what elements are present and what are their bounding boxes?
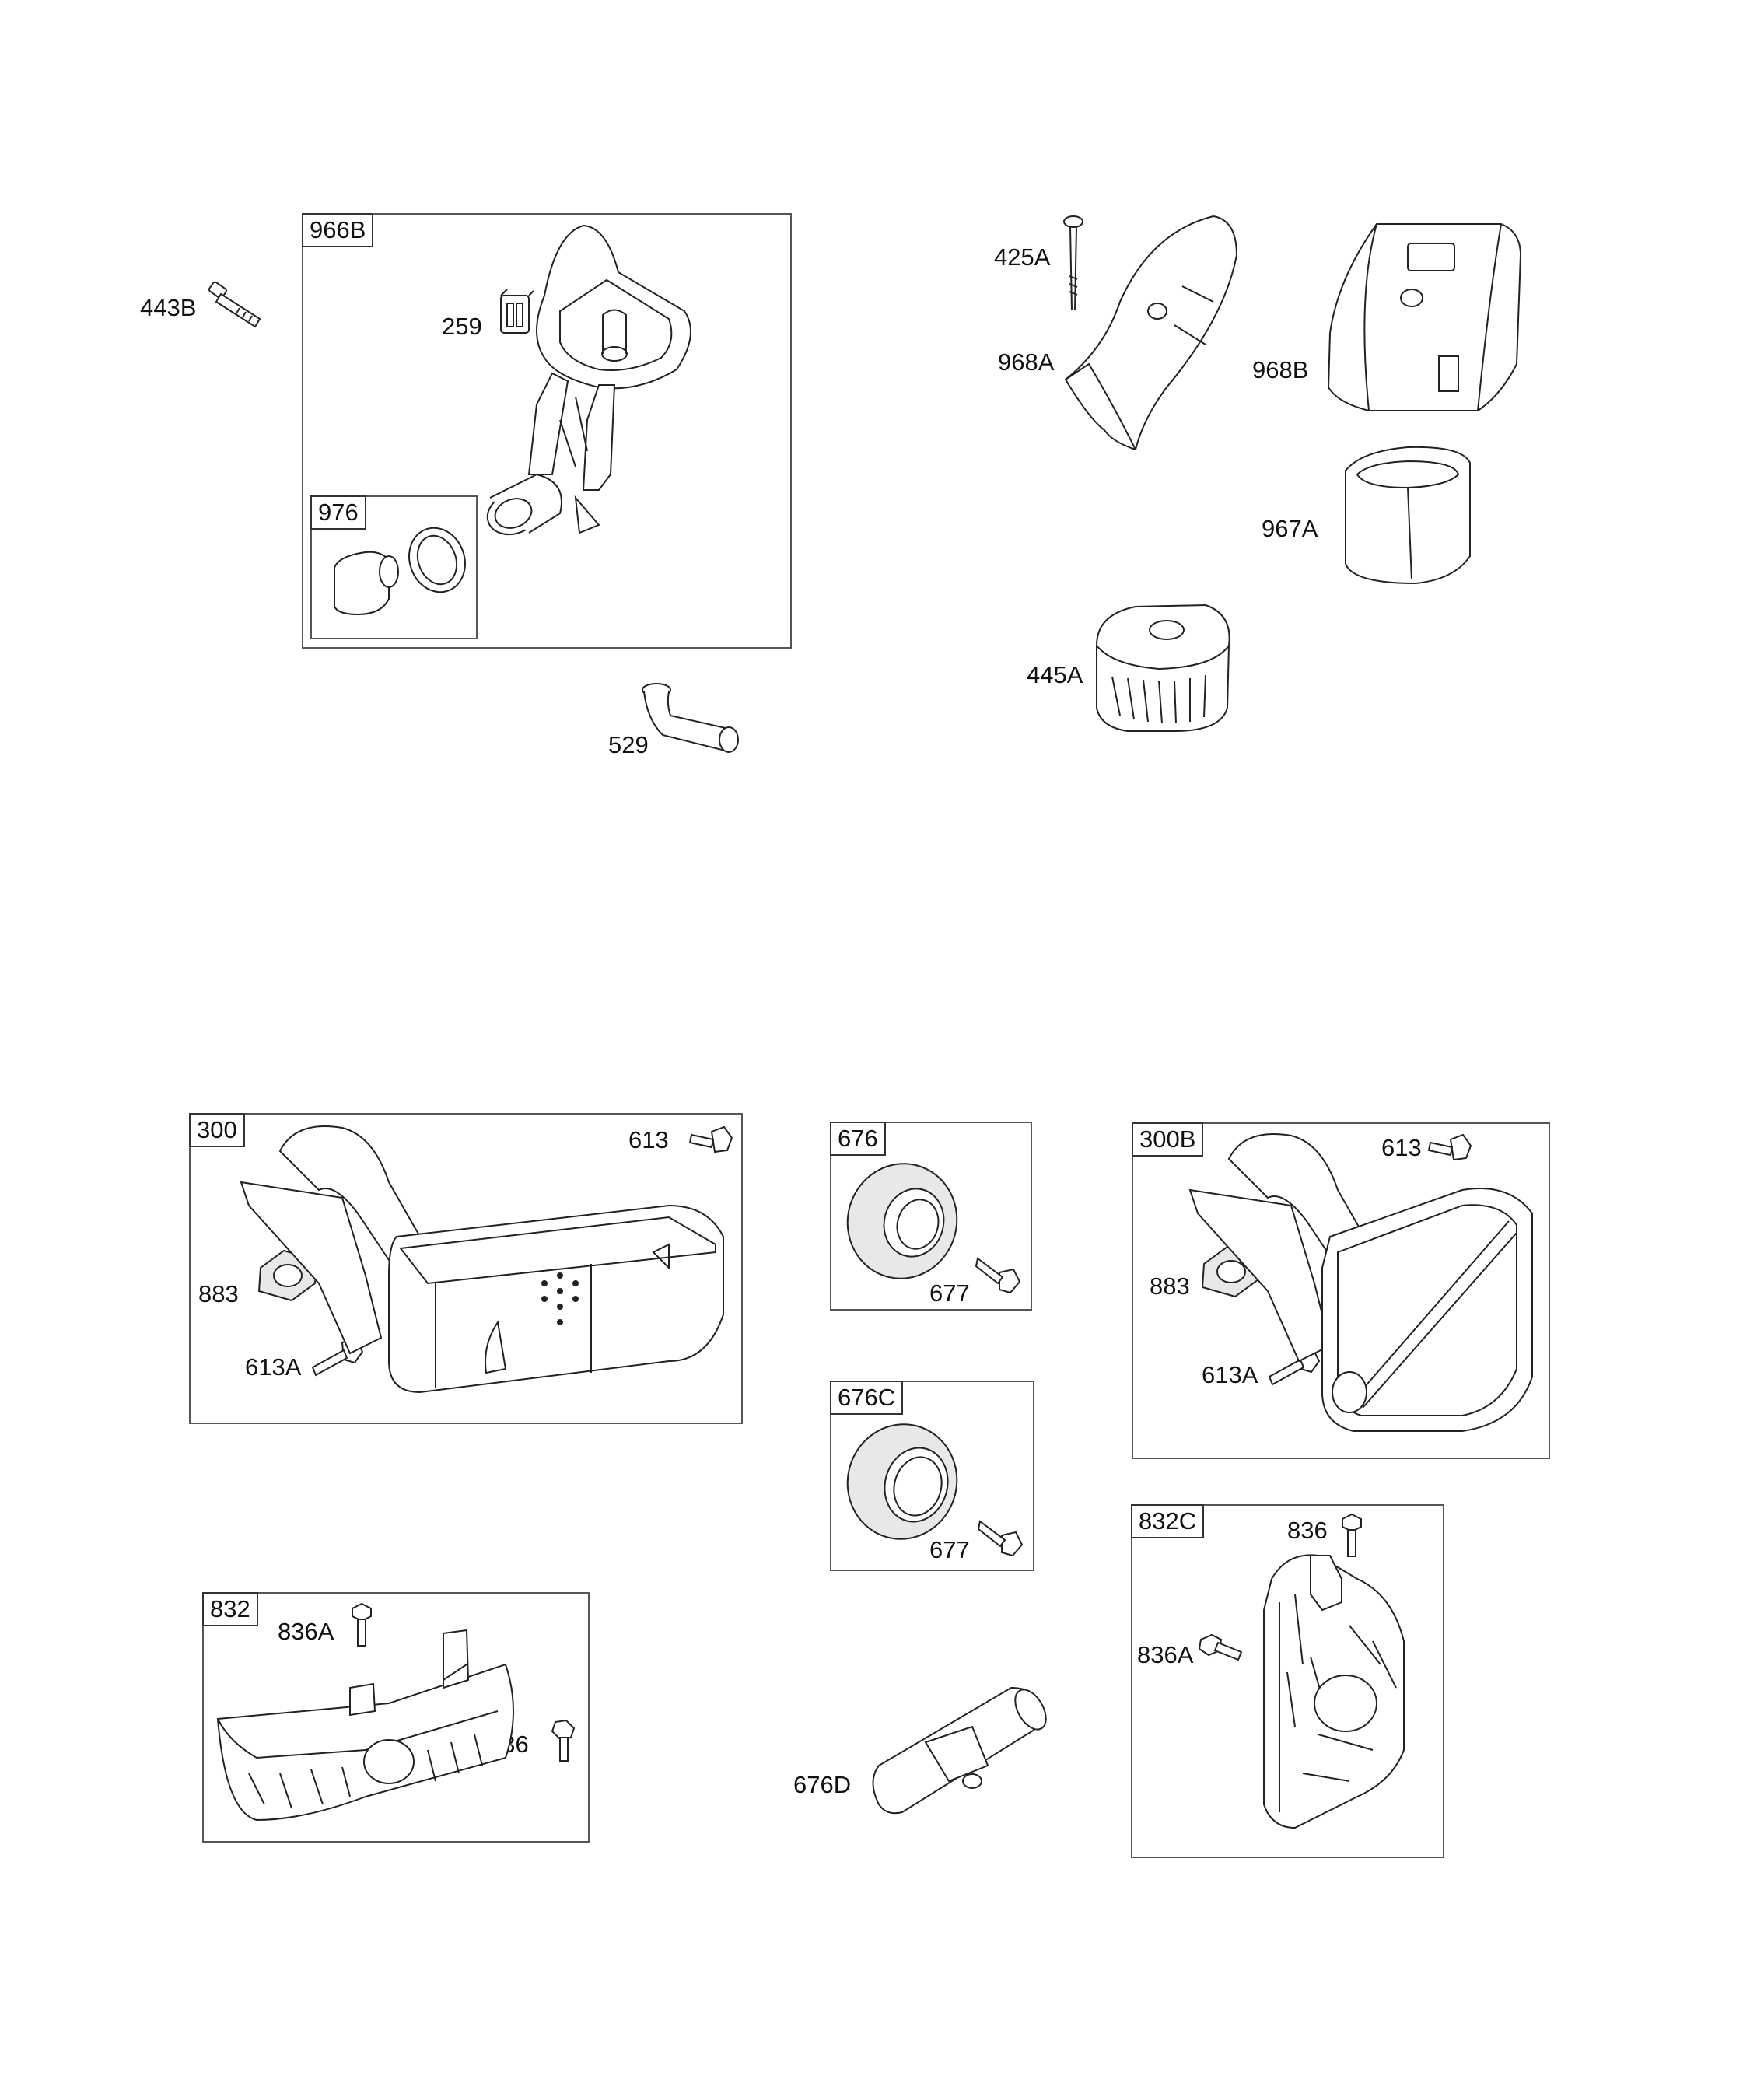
screw-425A-drawing (1058, 214, 1089, 315)
screw-677b-drawing (978, 1515, 1025, 1562)
spark-arrester-676D-drawing (863, 1680, 1050, 1820)
deflector-676C-drawing (840, 1419, 964, 1544)
bolt-613-drawing (688, 1124, 735, 1163)
callout-529[interactable]: 529 (608, 731, 649, 758)
screw-836Ab-drawing (1198, 1633, 1244, 1672)
group-label-832C[interactable]: 832C (1131, 1504, 1205, 1538)
callout-425A[interactable]: 425A (994, 243, 1051, 271)
group-label-976[interactable]: 976 (310, 495, 366, 530)
callout-883-right[interactable]: 883 (1150, 1272, 1190, 1300)
deflector-676-drawing (840, 1159, 964, 1283)
callout-968B[interactable]: 968B (1252, 356, 1309, 383)
group-966B (302, 213, 792, 649)
callout-613-top[interactable]: 613 (628, 1126, 669, 1153)
callout-836A-right[interactable]: 836A (1137, 1641, 1194, 1668)
group-label-966B[interactable]: 966B (302, 213, 374, 247)
group-832C (1131, 1504, 1444, 1858)
group-label-832[interactable]: 832 (202, 1592, 258, 1626)
callout-445A[interactable]: 445A (1027, 661, 1083, 688)
callout-676D[interactable]: 676D (793, 1771, 852, 1798)
group-676 (830, 1122, 1032, 1311)
bolt-613b-drawing (1427, 1132, 1474, 1171)
callout-443B[interactable]: 443B (140, 294, 197, 321)
air-cleaner-base-drawing (482, 218, 716, 544)
group-300B (1132, 1122, 1550, 1459)
screw-836A-drawing (346, 1602, 377, 1649)
group-300 (189, 1113, 743, 1424)
callout-968A[interactable]: 968A (998, 348, 1055, 376)
heat-shield-832-drawing (210, 1602, 521, 1828)
group-label-676[interactable]: 676 (830, 1122, 886, 1156)
cover-968A-drawing (1058, 208, 1244, 457)
callout-613A-right[interactable]: 613A (1202, 1361, 1258, 1388)
callout-836-right[interactable]: 836 (1287, 1517, 1328, 1544)
callout-259[interactable]: 259 (442, 313, 482, 340)
muffler-300B-drawing (1182, 1128, 1540, 1447)
callout-967A[interactable]: 967A (1262, 515, 1318, 542)
muffler-300-drawing (233, 1120, 731, 1416)
callout-836A-left[interactable]: 836A (278, 1618, 334, 1645)
group-832 (202, 1592, 590, 1843)
clip-259-drawing (498, 288, 537, 342)
screw-836-drawing (544, 1719, 583, 1766)
callout-883-left[interactable]: 883 (198, 1280, 239, 1307)
callout-677-bottom[interactable]: 677 (929, 1536, 970, 1563)
screw-836b-drawing (1336, 1513, 1367, 1559)
filter-445A-drawing (1089, 591, 1237, 739)
tube-529-drawing (639, 681, 748, 758)
pre-filter-967A-drawing (1338, 439, 1478, 587)
group-label-300B[interactable]: 300B (1132, 1122, 1204, 1157)
cover-968B-drawing (1322, 208, 1524, 418)
heat-shield-832C-drawing (1256, 1548, 1419, 1843)
callout-613A-left[interactable]: 613A (245, 1353, 302, 1381)
group-label-676C[interactable]: 676C (830, 1381, 904, 1415)
group-label-300[interactable]: 300 (189, 1113, 245, 1147)
callout-677-top[interactable]: 677 (929, 1279, 970, 1307)
callout-613-right[interactable]: 613 (1381, 1134, 1422, 1161)
group-676C (830, 1381, 1034, 1571)
screw-677-drawing (976, 1252, 1023, 1299)
elbow-976-drawing (327, 513, 474, 630)
group-976 (310, 495, 478, 639)
bolt-443B-drawing (208, 278, 271, 333)
